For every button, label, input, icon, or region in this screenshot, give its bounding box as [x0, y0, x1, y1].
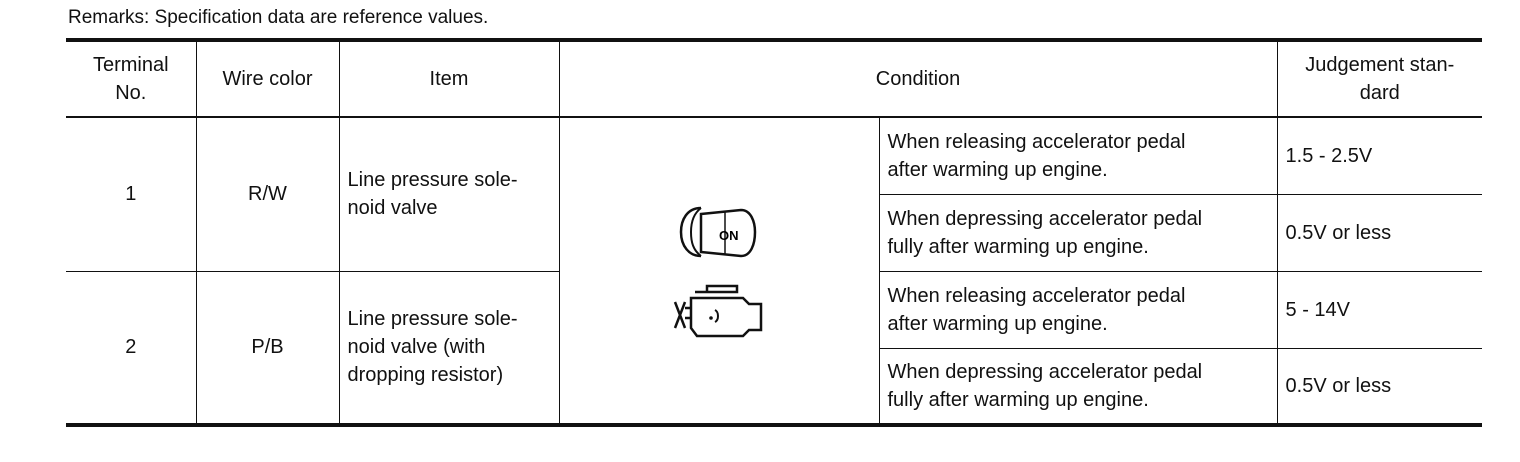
- table-row: 1 R/W Line pressure sole- noid valve ON: [66, 116, 1483, 427]
- condition-line: fully after warming up engine.: [887, 388, 1149, 411]
- item-line: Line pressure sole-: [347, 169, 518, 192]
- judgement-value: 5 - 14V: [1276, 270, 1483, 349]
- table-row: When depressing accelerator pedal fully …: [66, 193, 1483, 272]
- header-terminal-line1: Terminal: [92, 54, 169, 76]
- terminal-spec-table: Terminal No. Wire color Item Condition J…: [66, 38, 1483, 427]
- header-judgement-standard: Judgement stan- dard: [1276, 38, 1483, 118]
- condition-icons: ON: [558, 116, 880, 427]
- condition-line: When depressing accelerator pedal: [887, 360, 1203, 383]
- condition-line: after warming up engine.: [887, 158, 1108, 181]
- condition-text: When releasing accelerator pedal after w…: [878, 270, 1278, 349]
- remarks-note: Remarks: Specification data are referenc…: [68, 7, 489, 28]
- table-row: 2 P/B Line pressure sole- noid valve (wi…: [66, 270, 1483, 427]
- header-judgement-line2: dard: [1359, 82, 1400, 104]
- item-line: noid valve: [347, 197, 438, 220]
- terminal-no: 1: [66, 116, 197, 272]
- condition-line: When depressing accelerator pedal: [887, 207, 1203, 230]
- header-item: Item: [338, 38, 560, 118]
- header-terminal-no: Terminal No.: [66, 38, 197, 118]
- wire-color: R/W: [195, 116, 340, 272]
- engine-running-icon: [673, 284, 763, 337]
- condition-line: When releasing accelerator pedal: [887, 284, 1186, 307]
- table-row: When depressing accelerator pedal fully …: [66, 347, 1483, 427]
- judgement-value: 0.5V or less: [1276, 193, 1483, 272]
- ignition-key-on-icon: ON: [679, 206, 757, 257]
- item-name: Line pressure sole- noid valve: [338, 116, 560, 272]
- condition-line: When releasing accelerator pedal: [887, 130, 1186, 153]
- header-wire-color: Wire color: [195, 38, 340, 118]
- wire-color: P/B: [195, 270, 340, 427]
- terminal-no: 2: [66, 270, 197, 427]
- item-line: noid valve (with: [347, 336, 486, 359]
- condition-line: fully after warming up engine.: [887, 235, 1149, 258]
- item-name: Line pressure sole- noid valve (with dro…: [338, 270, 560, 427]
- condition-line: after warming up engine.: [887, 312, 1108, 335]
- condition-text: When releasing accelerator pedal after w…: [878, 116, 1278, 195]
- ignition-on-label: ON: [719, 228, 739, 243]
- item-line: dropping resistor): [347, 364, 504, 387]
- header-terminal-line2: No.: [115, 82, 147, 104]
- header-row: Terminal No. Wire color Item Condition J…: [66, 38, 1483, 118]
- item-line: Line pressure sole-: [347, 308, 518, 331]
- judgement-value: 1.5 - 2.5V: [1276, 116, 1483, 195]
- judgement-value: 0.5V or less: [1276, 347, 1483, 427]
- condition-text: When depressing accelerator pedal fully …: [879, 193, 1278, 272]
- header-condition: Condition: [558, 38, 1278, 118]
- header-judgement-line1: Judgement stan-: [1305, 54, 1455, 76]
- condition-text: When depressing accelerator pedal fully …: [879, 347, 1278, 427]
